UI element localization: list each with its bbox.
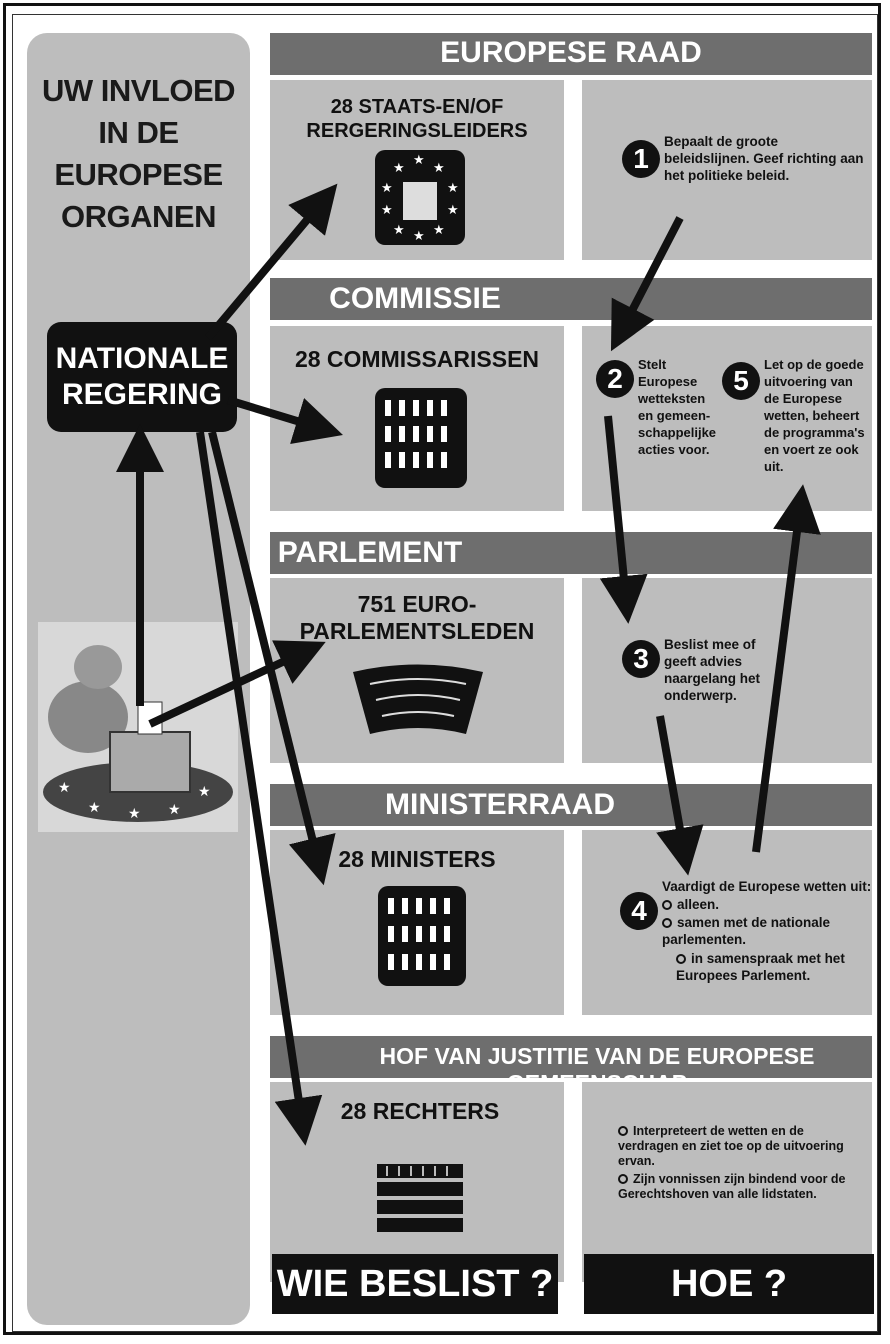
svg-text:★: ★ <box>433 223 445 238</box>
arrow-nat-to-raad <box>204 183 338 341</box>
title-commissie: COMMISSIE <box>329 282 501 315</box>
step-4-item-1: alleen. <box>662 896 872 913</box>
inner-frame <box>12 14 878 1332</box>
count-ministerraad: 28 MINISTERS <box>338 846 496 872</box>
bullet-icon <box>618 1174 628 1184</box>
arrow-step4-to-5 <box>752 484 821 853</box>
bar-europese-raad <box>270 33 872 75</box>
svg-text:★: ★ <box>393 161 405 176</box>
step-2-desc: Stelt Europese wetteksten en gemeen- sch… <box>638 357 717 457</box>
bullet-icon <box>662 918 672 928</box>
svg-text:★: ★ <box>447 203 459 218</box>
hof-item-1: Interpreteert de wetten en de verdragen … <box>618 1124 844 1168</box>
svg-text:★: ★ <box>381 203 393 218</box>
svg-text:★: ★ <box>433 161 445 176</box>
count-commissie: 28 COMMISSARISSEN <box>294 346 540 372</box>
svg-text:★: ★ <box>393 223 405 238</box>
bar-commissie <box>270 278 872 320</box>
bullet-icon <box>618 1126 628 1136</box>
step-4-item-3: in samenspraak met het Europees Parlemen… <box>676 951 845 983</box>
footer-wie-beslist: WIE BESLIST ? <box>272 1254 558 1314</box>
step-5-desc: Let op de goede uitvoering van de Europe… <box>764 357 865 474</box>
panel-commissie-right <box>582 326 872 511</box>
svg-text:★: ★ <box>447 181 459 196</box>
title-europese-raad: EUROPESE RAAD <box>440 36 702 69</box>
left-title: UW INVLOED IN DE EUROPESE ORGANEN <box>41 73 236 234</box>
footer-hoe: HOE ? <box>584 1254 874 1314</box>
arrow-step2-to-3 <box>599 415 648 624</box>
arrow-nat-to-commissie <box>226 396 343 444</box>
count-hof: 28 RECHTERS <box>340 1098 500 1124</box>
step-3-badge: 3 <box>622 640 660 678</box>
step-4-badge: 4 <box>620 892 658 930</box>
bar-parlement <box>270 532 872 574</box>
count-raad: 28 STAATS-EN/OF RERGERINGSLEIDERS <box>306 96 528 142</box>
bullet-icon <box>676 954 686 964</box>
svg-text:★: ★ <box>88 800 101 816</box>
title-ministerraad: MINISTERRAAD <box>385 788 615 821</box>
bar-ministerraad <box>270 784 872 826</box>
arrow-voter-to-parlement <box>148 640 326 728</box>
svg-text:★: ★ <box>58 780 71 796</box>
hof-item-2: Zijn vonnissen zijn bindend voor de Gere… <box>618 1172 846 1201</box>
svg-text:★: ★ <box>413 153 425 168</box>
ministers-graphic <box>388 898 450 970</box>
judges-icon <box>377 1164 463 1232</box>
bullet-icon <box>662 900 672 910</box>
arrow-nat-to-hof <box>196 431 323 1146</box>
arrow-step3-to-4 <box>656 715 704 876</box>
arrow-nat-to-ministerraad <box>208 431 336 886</box>
step-3-desc: Beslist mee of geeft advies naargelang h… <box>664 637 761 703</box>
svg-text:★: ★ <box>168 802 181 818</box>
step-1-desc: Bepaalt de groote beleidslijnen. Geef ri… <box>664 134 864 183</box>
people-group-graphic <box>385 400 447 468</box>
panel-hof-right <box>582 1082 872 1282</box>
step-1-badge: 1 <box>622 140 660 178</box>
svg-text:★: ★ <box>381 181 393 196</box>
hemicycle-icon <box>353 664 483 734</box>
title-parlement: PARLEMENT <box>277 536 463 569</box>
step-2-badge: 2 <box>596 360 634 398</box>
stars-people-graphic: ★★★ ★★ ★★ ★★★ <box>381 153 459 244</box>
step-4-item-2: samen met de nationale parlementen. <box>662 915 831 947</box>
step-4-head: Vaardigt de Europese wetten uit: <box>662 879 872 894</box>
nationale-regering-box: NATIONALE REGERING <box>47 322 237 432</box>
nationale-regering-label: NATIONALE REGERING <box>55 342 229 411</box>
count-parlement: 751 EURO- PARLEMENTSLEDEN <box>299 591 535 644</box>
svg-text:★: ★ <box>128 806 141 822</box>
svg-text:★: ★ <box>413 229 425 244</box>
arrow-step1-to-2 <box>610 216 684 352</box>
bar-hof <box>270 1036 872 1078</box>
step-5-badge: 5 <box>722 362 760 400</box>
svg-text:★: ★ <box>198 784 211 800</box>
